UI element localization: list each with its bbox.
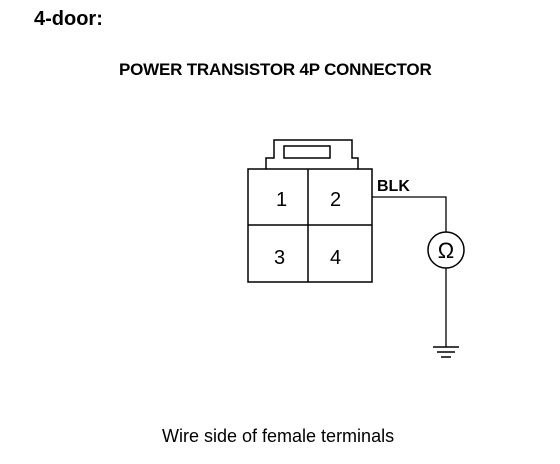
ohmmeter-icon: Ω	[427, 231, 465, 269]
connector-lock-tab	[283, 145, 331, 159]
terminal-4-label: 4	[330, 247, 341, 269]
connector-housing	[247, 139, 373, 283]
wire-color-label: BLK	[377, 178, 410, 195]
ohm-symbol: Ω	[438, 238, 454, 263]
diagram-caption: Wire side of female terminals	[162, 426, 395, 446]
terminal-1-label: 1	[276, 189, 287, 211]
ground-icon	[433, 346, 459, 358]
terminal-3-label: 3	[274, 247, 285, 269]
vehicle-variant-label: 4-door:	[34, 8, 103, 30]
test-lead-wire	[372, 196, 447, 232]
terminal-2-label: 2	[330, 189, 341, 211]
connector-title: POWER TRANSISTOR 4P CONNECTOR	[119, 60, 432, 79]
